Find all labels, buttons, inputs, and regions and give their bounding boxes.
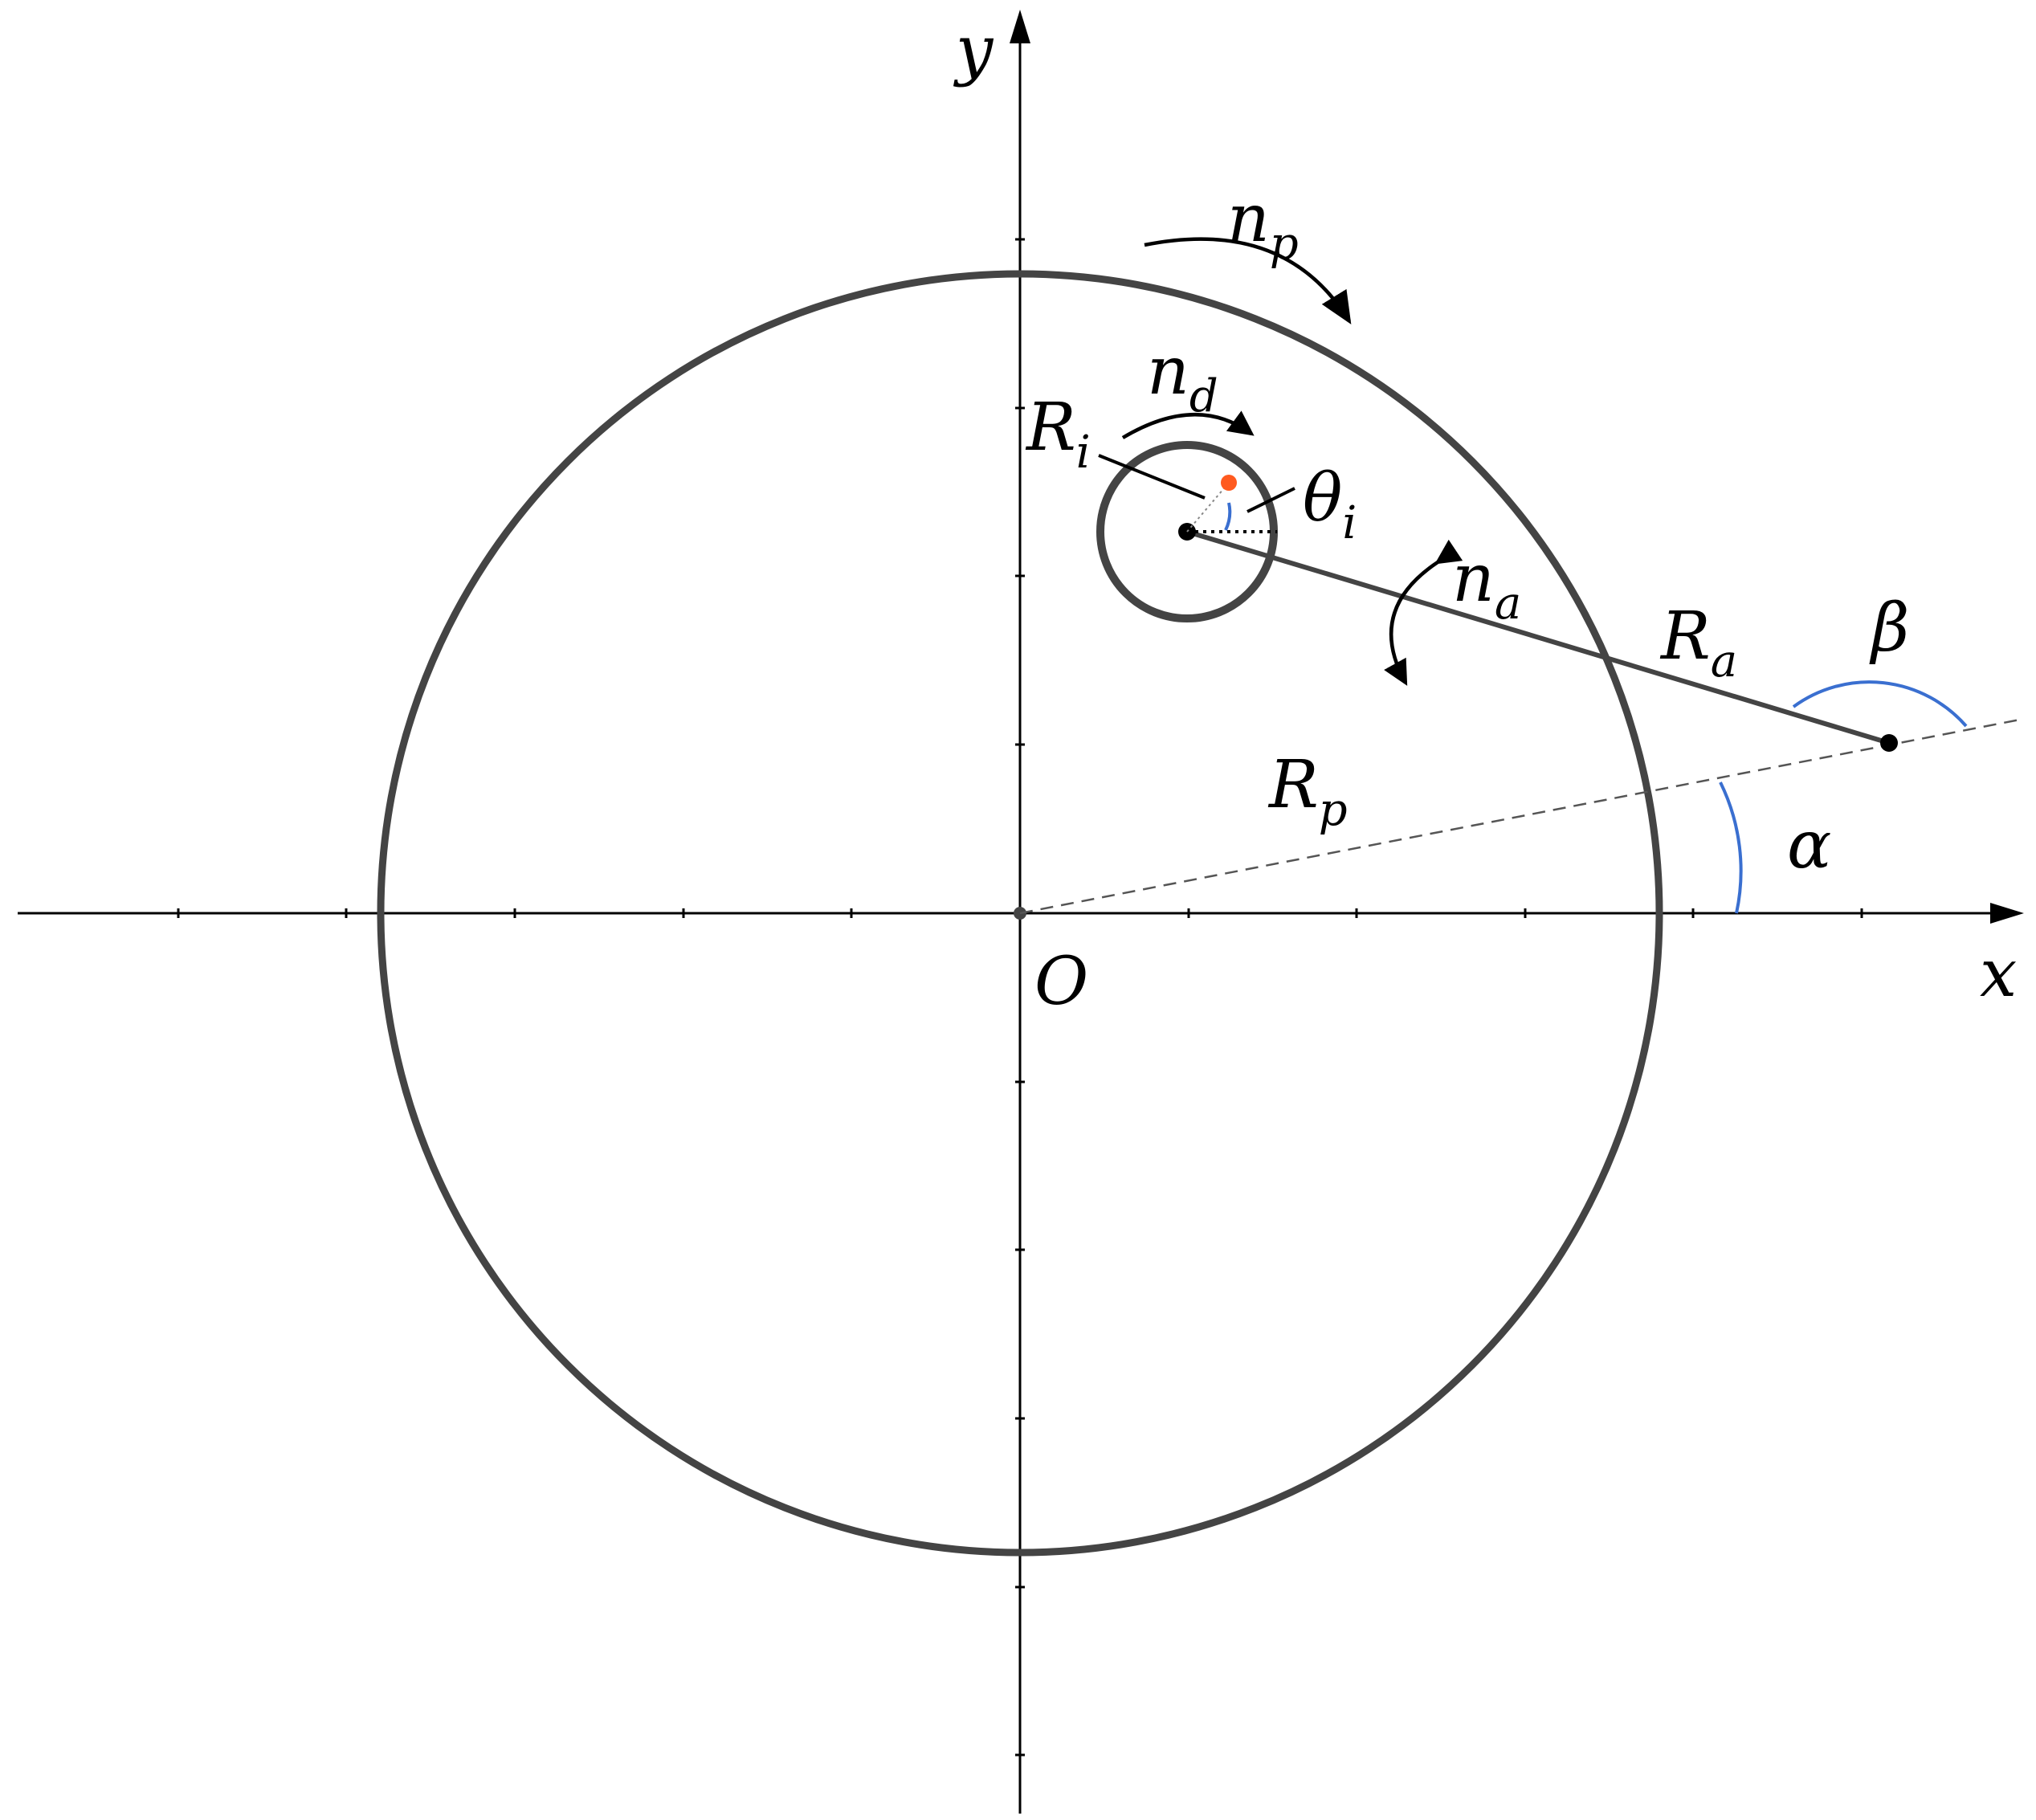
theta-angle-arc <box>1224 502 1232 531</box>
r-i-leader-line <box>1098 454 1206 500</box>
outer-circle <box>377 270 1663 1557</box>
origin-label: O <box>1034 944 1088 1020</box>
y-axis-label: y <box>953 12 994 88</box>
r-i-label: Ri <box>1025 390 1091 479</box>
n-p-rotation-arrow <box>1144 237 1352 324</box>
x-axis-ticks <box>177 908 1863 918</box>
theta-i-label: θi <box>1303 460 1357 549</box>
y-axis-arrowhead <box>1010 10 1030 43</box>
n-a-sub: a <box>1495 577 1521 630</box>
y-axis-ticks <box>1015 238 1025 1757</box>
r-i-radius-line <box>1186 482 1230 533</box>
r-a-label: Ra <box>1659 598 1737 688</box>
n-p-sub: p <box>1270 218 1299 270</box>
theta-leader-line <box>1246 487 1295 513</box>
alpha-angle-arc <box>1719 781 1743 914</box>
n-d-main: n <box>1147 333 1189 410</box>
r-i-main: R <box>1025 390 1076 466</box>
n-a-label: na <box>1452 541 1521 630</box>
beta-angle-arc <box>1792 680 1968 728</box>
n-p-main: n <box>1227 181 1270 257</box>
orange-point-marker <box>1221 475 1237 491</box>
r-p-sub: p <box>1319 784 1348 836</box>
r-p-main: R <box>1267 747 1319 823</box>
n-d-rotation-arrow <box>1121 410 1255 439</box>
theta-i-main: θ <box>1303 460 1342 537</box>
n-a-main: n <box>1452 541 1495 617</box>
inner-circle <box>1096 441 1278 622</box>
theta-i-sub: i <box>1342 497 1357 549</box>
n-p-label: np <box>1227 181 1299 270</box>
arm-end-point <box>1880 734 1898 752</box>
n-d-sub: d <box>1189 370 1218 422</box>
n-a-rotation-arrow <box>1384 539 1463 686</box>
r-a-arm <box>1186 529 1890 745</box>
r-a-sub: a <box>1711 635 1737 688</box>
x-axis-arrowhead <box>1990 903 2024 924</box>
r-i-sub: i <box>1076 426 1091 479</box>
beta-label: β <box>1869 590 1909 667</box>
x-axis-label: x <box>1980 936 2017 1012</box>
r-a-main: R <box>1659 598 1711 675</box>
r-p-label: Rp <box>1267 747 1348 836</box>
alpha-label: α <box>1787 807 1831 883</box>
r-p-dashed-line <box>1019 717 2025 915</box>
n-d-label: nd <box>1147 333 1218 422</box>
